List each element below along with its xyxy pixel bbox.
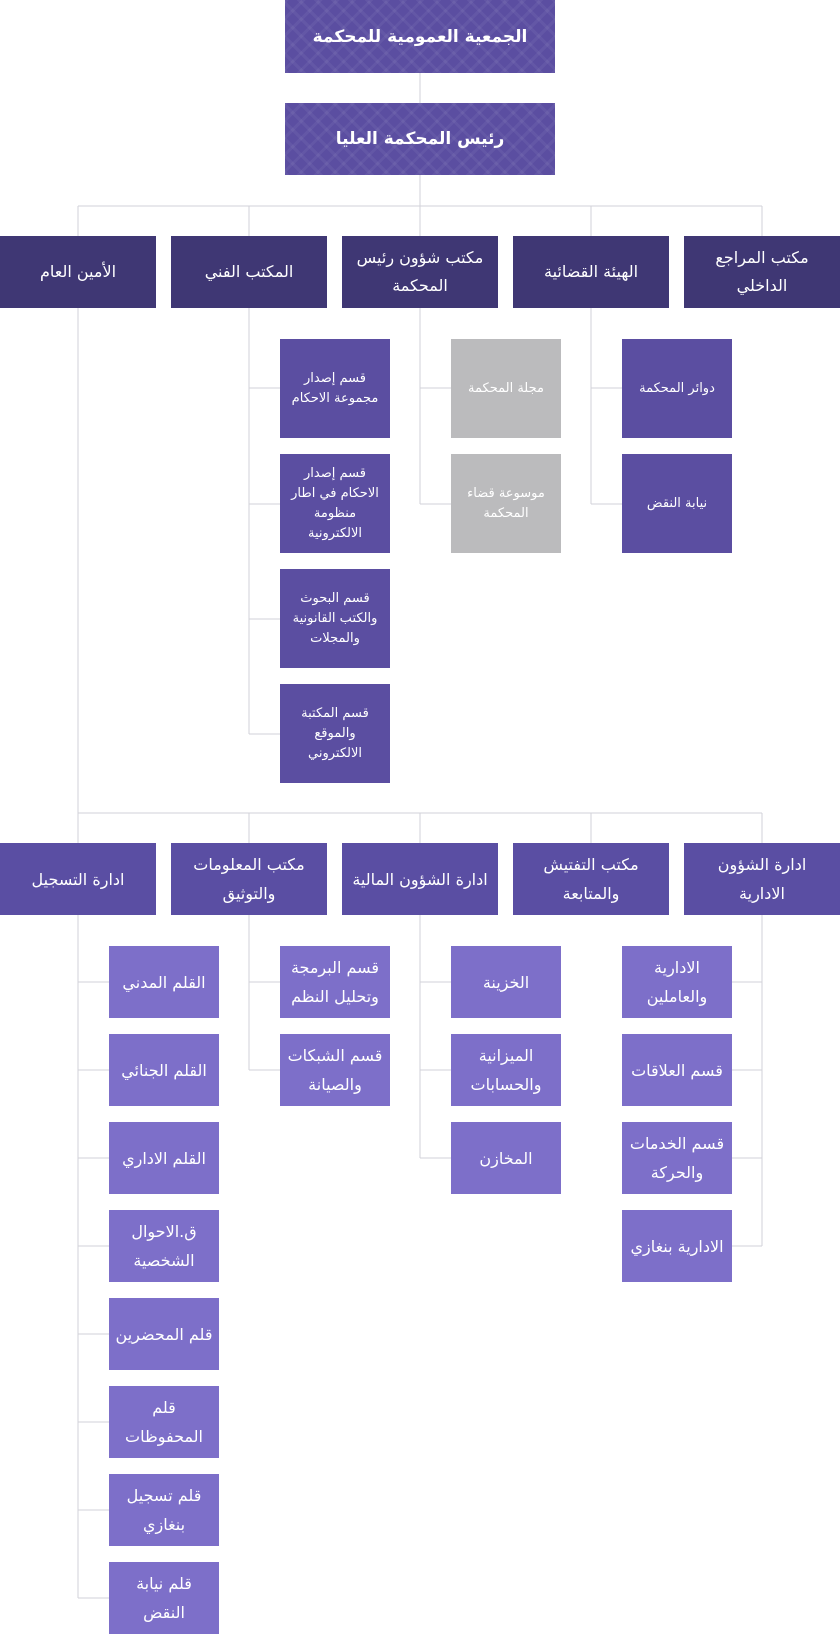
stores-box: المخازن xyxy=(451,1122,561,1194)
judicial-body-label: الهيئة القضائية xyxy=(543,262,639,281)
judicial-body-box: الهيئة القضائية xyxy=(513,236,669,308)
information-office-label: مكتب المعلومات والتوثيق xyxy=(193,855,305,903)
library-section-label: قسم المكتبة والموقع الالكتروني xyxy=(301,705,369,761)
cassation-prosecution-label: نيابة النقض xyxy=(646,495,708,511)
court-president-box: رئيس المحكمة العليا xyxy=(285,103,555,175)
court-encyclopedia-label: موسوعة قضاء المحكمة xyxy=(467,485,545,521)
general-assembly-label: الجمعية العمومية للمحكمة xyxy=(312,26,528,47)
secretary-general-box: الأمين العام xyxy=(0,236,156,308)
general-assembly-box: الجمعية العمومية للمحكمة xyxy=(285,0,555,73)
technical-office-box: المكتب الفني xyxy=(171,236,327,308)
benghazi-admin-box: الادارية بنغازي xyxy=(622,1210,732,1282)
court-president-label: رئيس المحكمة العليا xyxy=(335,129,505,149)
research-section-box: قسم البحوث والكتب القانونية والمجلات xyxy=(280,569,390,668)
information-office-box: مكتب المعلومات والتوثيق xyxy=(171,843,327,915)
administrative-desk-box: القلم الاداري xyxy=(109,1122,219,1194)
cassation-prosecution-desk-box: قلم نيابة النقض xyxy=(109,1562,219,1634)
programming-section-box: قسم البرمجة وتحليل النظم xyxy=(280,946,390,1018)
civil-desk-label: القلم المدني xyxy=(122,972,206,992)
rulings-collection-section-box: قسم إصدار مجموعة الاحكام xyxy=(280,339,390,438)
personal-status-desk-box: ق.الاحوال الشخصية xyxy=(109,1210,219,1282)
cassation-prosecution-box: نيابة النقض xyxy=(622,454,732,553)
court-journal-box: مجلة المحكمة xyxy=(451,339,561,438)
court-journal-label: مجلة المحكمة xyxy=(468,380,544,396)
registration-administration-label: ادارة التسجيل xyxy=(31,869,125,889)
benghazi-registration-desk-box: قلم تسجيل بنغازي xyxy=(109,1474,219,1546)
stores-label: المخازن xyxy=(479,1148,533,1168)
administrative-affairs-label: ادارة الشؤون الادارية xyxy=(717,855,807,903)
inspection-office-box: مكتب التفتيش والمتابعة xyxy=(513,843,669,915)
budget-accounts-label: الميزانية والحسابات xyxy=(470,1046,542,1094)
cassation-prosecution-desk-label: قلم نيابة النقض xyxy=(136,1574,192,1622)
criminal-desk-label: القلم الجنائي xyxy=(121,1060,207,1080)
president-affairs-office-label: مكتب شؤون رئيس المحكمة xyxy=(356,248,484,295)
president-affairs-office-box: مكتب شؤون رئيس المحكمة xyxy=(342,236,498,308)
financial-affairs-label: ادارة الشؤون المالية xyxy=(352,869,488,889)
programming-section-label: قسم البرمجة وتحليل النظم xyxy=(290,958,380,1006)
electronic-rulings-section-box: قسم إصدار الاحكام في اطار منظومة الالكتر… xyxy=(280,454,390,553)
relations-section-label: قسم العلاقات xyxy=(631,1060,723,1080)
administrative-desk-label: القلم الاداري xyxy=(122,1148,206,1168)
rulings-collection-section-label: قسم إصدار مجموعة الاحكام xyxy=(291,370,379,406)
networks-section-box: قسم الشبكات والصيانة xyxy=(280,1034,390,1106)
benghazi-admin-label: الادارية بنغازي xyxy=(630,1236,724,1256)
electronic-rulings-section-label: قسم إصدار الاحكام في اطار منظومة الالكتر… xyxy=(291,465,379,541)
court-encyclopedia-box: موسوعة قضاء المحكمة xyxy=(451,454,561,553)
administrative-affairs-box: ادارة الشؤون الادارية xyxy=(684,843,840,915)
criminal-desk-box: القلم الجنائي xyxy=(109,1034,219,1106)
services-section-box: قسم الخدمات والحركة xyxy=(622,1122,732,1194)
internal-audit-office-box: مكتب المراجع الداخلي xyxy=(684,236,840,308)
archives-desk-box: قلم المحفوظات xyxy=(109,1386,219,1458)
court-circuits-box: دوائر المحكمة xyxy=(622,339,732,438)
inspection-office-label: مكتب التفتيش والمتابعة xyxy=(543,855,639,903)
networks-section-label: قسم الشبكات والصيانة xyxy=(287,1046,383,1094)
budget-accounts-box: الميزانية والحسابات xyxy=(451,1034,561,1106)
library-section-box: قسم المكتبة والموقع الالكتروني xyxy=(280,684,390,783)
archives-desk-label: قلم المحفوظات xyxy=(125,1398,203,1446)
secretary-general-label: الأمين العام xyxy=(39,262,117,281)
personal-status-desk-label: ق.الاحوال الشخصية xyxy=(131,1222,197,1270)
internal-audit-office-label: مكتب المراجع الداخلي xyxy=(715,248,809,295)
process-servers-desk-label: قلم المحضرين xyxy=(115,1324,213,1344)
admin-staff-box: الادارية والعاملين xyxy=(622,946,732,1018)
treasury-label: الخزينة xyxy=(482,972,530,992)
relations-section-box: قسم العلاقات xyxy=(622,1034,732,1106)
registration-administration-box: ادارة التسجيل xyxy=(0,843,156,915)
financial-affairs-box: ادارة الشؤون المالية xyxy=(342,843,498,915)
research-section-label: قسم البحوث والكتب القانونية والمجلات xyxy=(292,590,378,646)
benghazi-registration-desk-label: قلم تسجيل بنغازي xyxy=(126,1486,202,1534)
civil-desk-box: القلم المدني xyxy=(109,946,219,1018)
services-section-label: قسم الخدمات والحركة xyxy=(629,1134,725,1182)
technical-office-label: المكتب الفني xyxy=(204,262,294,281)
court-circuits-label: دوائر المحكمة xyxy=(639,380,715,396)
process-servers-desk-box: قلم المحضرين xyxy=(109,1298,219,1370)
admin-staff-label: الادارية والعاملين xyxy=(646,958,708,1006)
treasury-box: الخزينة xyxy=(451,946,561,1018)
